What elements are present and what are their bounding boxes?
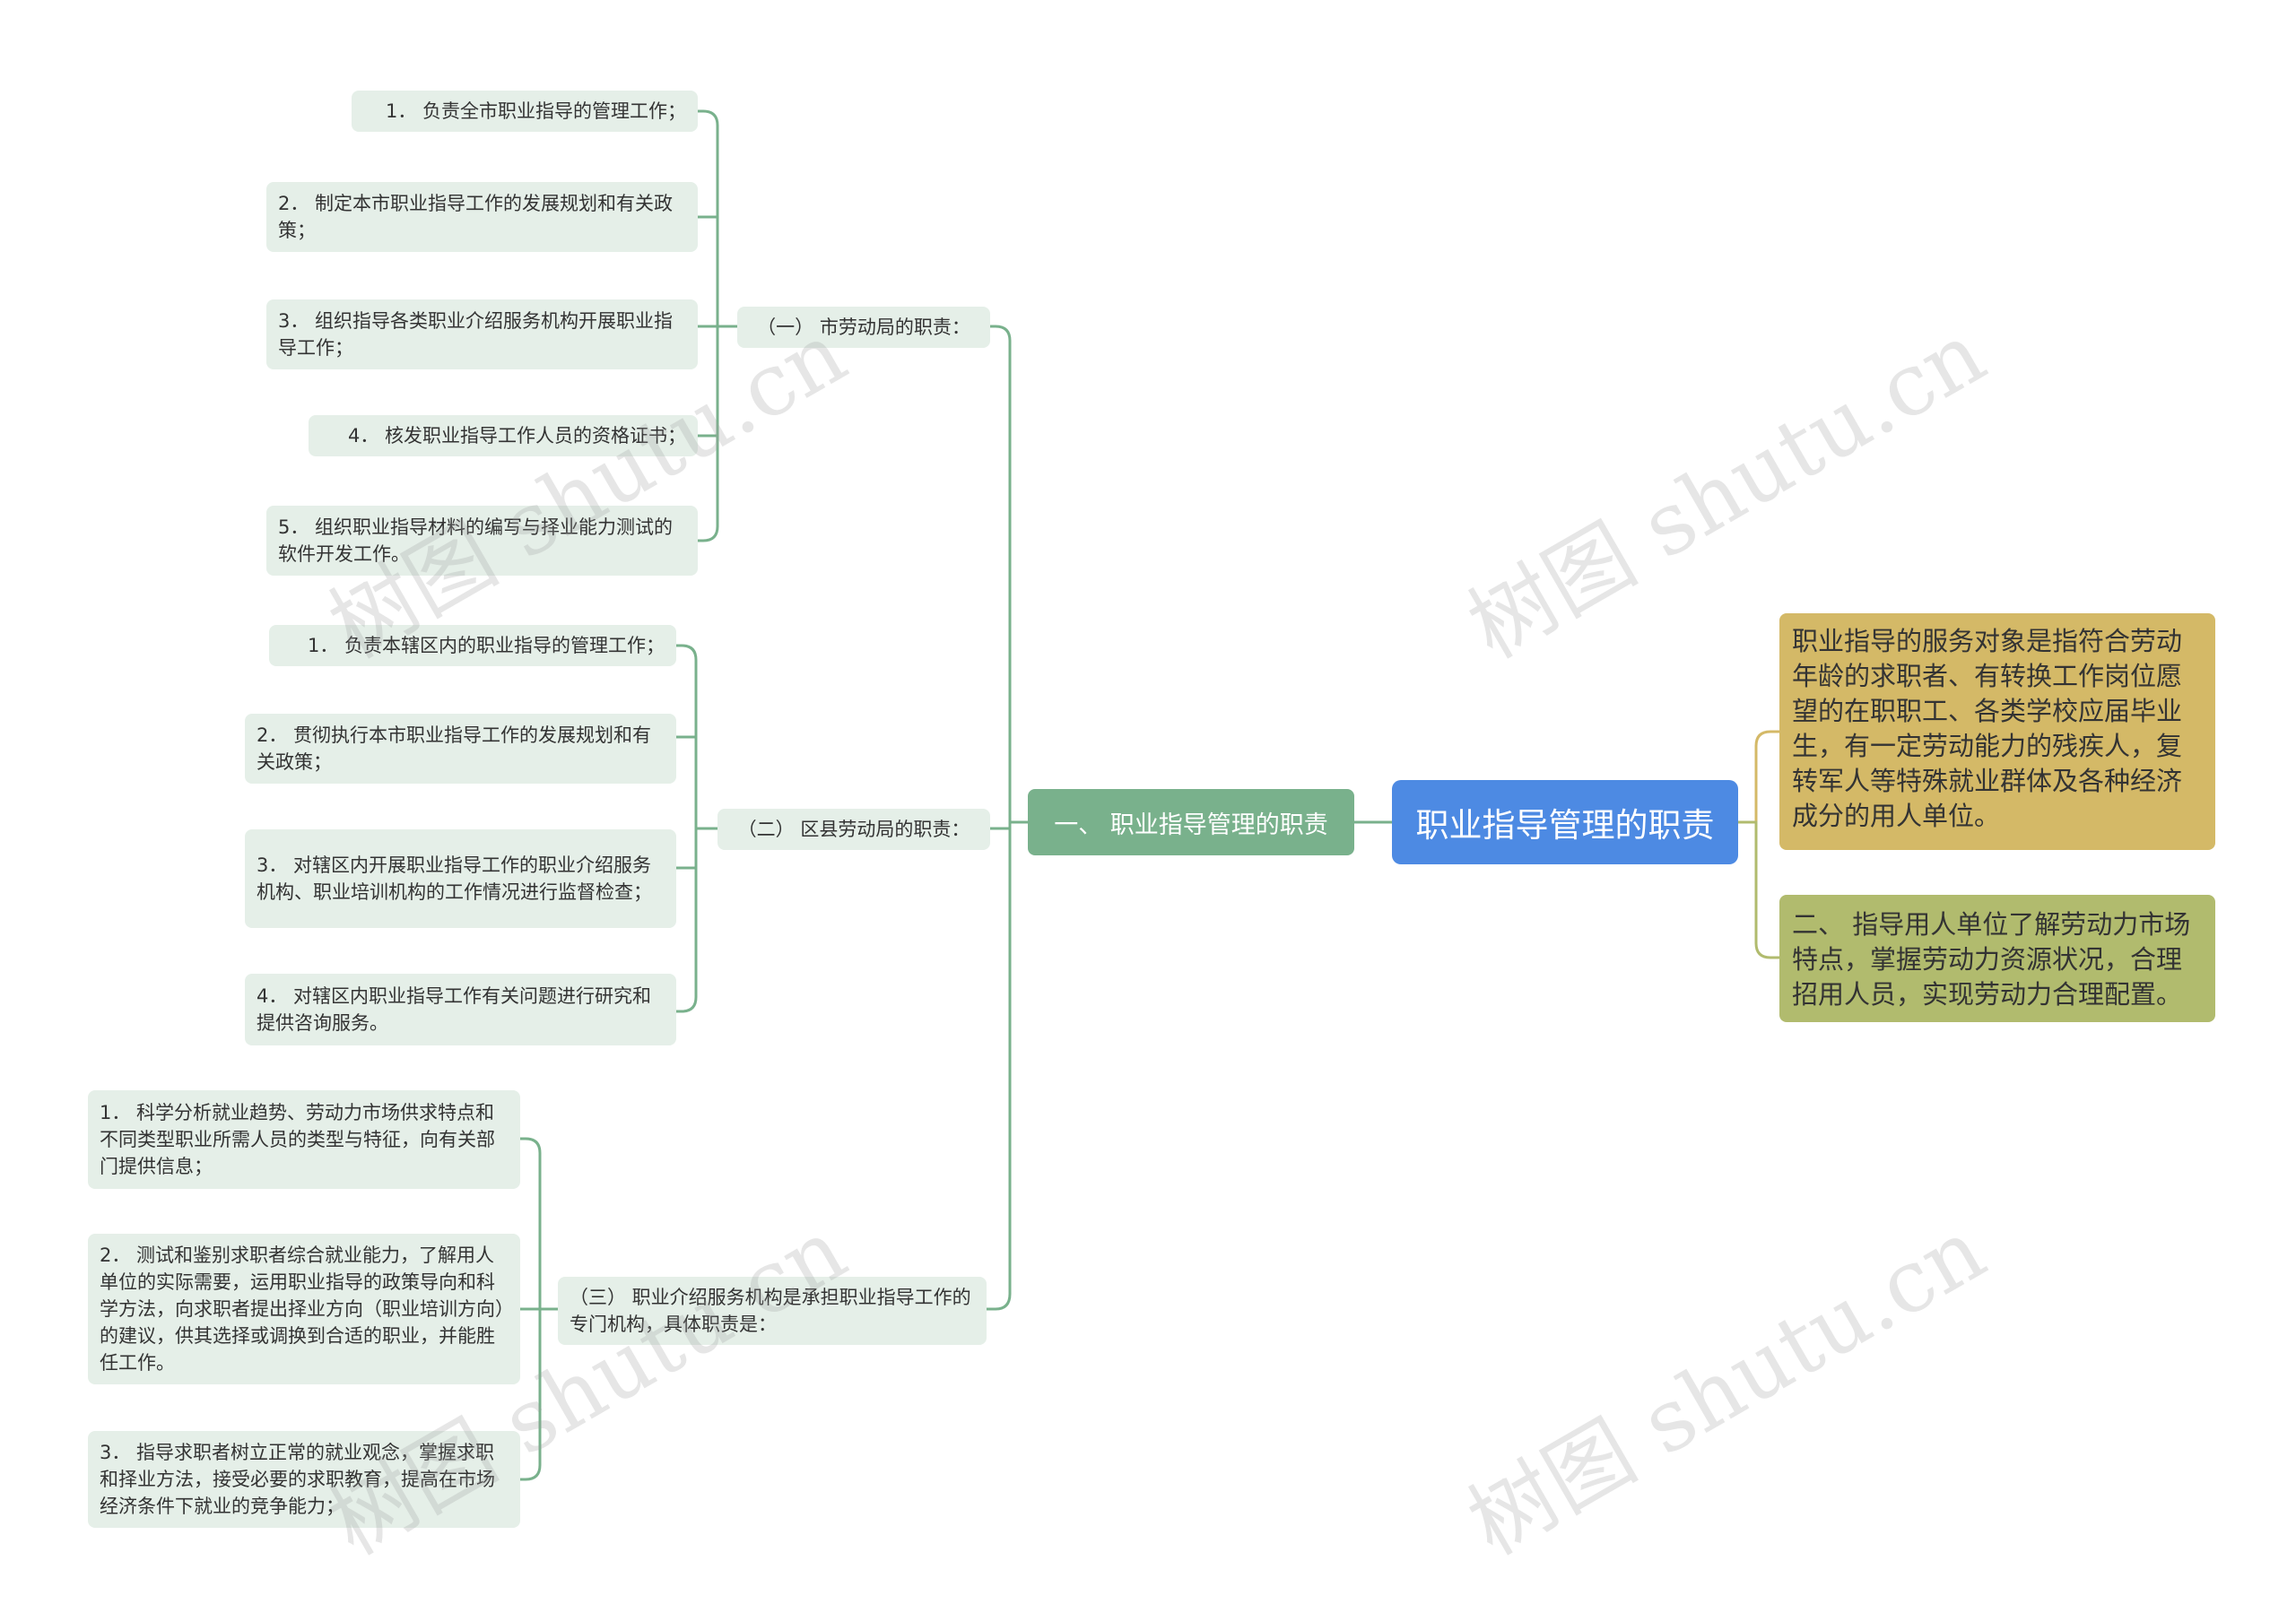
leaf-text: 5． 组织职业指导材料的编写与择业能力测试的软件开发工作。 bbox=[278, 516, 674, 565]
leaf-node[interactable]: 5． 组织职业指导材料的编写与择业能力测试的软件开发工作。 bbox=[266, 506, 698, 576]
link-group2-items bbox=[674, 644, 719, 1013]
group-label: （三） 职业介绍服务机构是承担职业指导工作的专门机构，具体职责是： bbox=[570, 1287, 971, 1335]
leaf-text: 1． 科学分析就业趋势、劳动力市场供求特点和不同类型职业所需人员的类型与特征，向… bbox=[100, 1102, 495, 1177]
root-node[interactable]: 职业指导管理的职责 bbox=[1392, 780, 1738, 864]
link-group1-items bbox=[696, 109, 739, 542]
link-group3-items bbox=[518, 1137, 560, 1481]
leaf-text: 4． 对辖区内职业指导工作有关问题进行研究和提供咨询服务。 bbox=[257, 985, 652, 1034]
main-branch-node[interactable]: 一、 职业指导管理的职责 bbox=[1028, 789, 1354, 855]
leaf-node[interactable]: 3． 指导求职者树立正常的就业观念，掌握求职和择业方法，接受必要的求职教育，提高… bbox=[88, 1431, 520, 1528]
leaf-text: 1． 负责全市职业指导的管理工作； bbox=[385, 100, 686, 122]
note-text: 二、 指导用人单位了解劳动力市场特点，掌握劳动力资源状况，合理招用人员，实现劳动… bbox=[1792, 909, 2191, 1010]
leaf-node[interactable]: 2． 贯彻执行本市职业指导工作的发展规划和有关政策； bbox=[245, 714, 676, 784]
note-employer-guidance[interactable]: 二、 指导用人单位了解劳动力市场特点，掌握劳动力资源状况，合理招用人员，实现劳动… bbox=[1779, 895, 2215, 1022]
group-node-1[interactable]: （一） 市劳动局的职责： bbox=[737, 307, 990, 348]
note-service-target[interactable]: 职业指导的服务对象是指符合劳动年龄的求职者、有转换工作岗位愿望的在职职工、各类学… bbox=[1779, 613, 2215, 850]
root-label: 职业指导管理的职责 bbox=[1415, 806, 1715, 845]
leaf-text: 2． 制定本市职业指导工作的发展规划和有关政策； bbox=[278, 193, 674, 241]
leaf-text: 2． 测试和鉴别求职者综合就业能力，了解用人单位的实际需要，运用职业指导的政策导… bbox=[100, 1244, 505, 1374]
main-branch-label: 一、 职业指导管理的职责 bbox=[1054, 811, 1328, 839]
note-text: 职业指导的服务对象是指符合劳动年龄的求职者、有转换工作岗位愿望的在职职工、各类学… bbox=[1792, 626, 2183, 831]
leaf-text: 2． 贯彻执行本市职业指导工作的发展规划和有关政策； bbox=[257, 724, 652, 773]
leaf-node[interactable]: 4． 对辖区内职业指导工作有关问题进行研究和提供咨询服务。 bbox=[245, 974, 676, 1045]
leaf-node[interactable]: 2． 制定本市职业指导工作的发展规划和有关政策； bbox=[266, 182, 698, 252]
leaf-node[interactable]: 4． 核发职业指导工作人员的资格证书； bbox=[309, 415, 698, 456]
leaf-node[interactable]: 1． 科学分析就业趋势、劳动力市场供求特点和不同类型职业所需人员的类型与特征，向… bbox=[88, 1090, 520, 1189]
link-root-note2 bbox=[1736, 820, 1781, 959]
leaf-node[interactable]: 1． 负责全市职业指导的管理工作； bbox=[352, 91, 698, 132]
leaf-text: 1． 负责本辖区内的职业指导的管理工作； bbox=[307, 635, 665, 656]
group-node-2[interactable]: （二） 区县劳动局的职责： bbox=[718, 809, 990, 850]
leaf-node[interactable]: 2． 测试和鉴别求职者综合就业能力，了解用人单位的实际需要，运用职业指导的政策导… bbox=[88, 1234, 520, 1384]
link-root-note1 bbox=[1736, 730, 1781, 824]
leaf-node[interactable]: 3． 对辖区内开展职业指导工作的职业介绍服务机构、职业培训机构的工作情况进行监督… bbox=[245, 829, 676, 928]
leaf-text: 3． 指导求职者树立正常的就业观念，掌握求职和择业方法，接受必要的求职教育，提高… bbox=[100, 1442, 495, 1517]
group-node-3[interactable]: （三） 职业介绍服务机构是承担职业指导工作的专门机构，具体职责是： bbox=[558, 1277, 987, 1345]
leaf-node[interactable]: 1． 负责本辖区内的职业指导的管理工作； bbox=[269, 625, 676, 666]
leaf-node[interactable]: 3． 组织指导各类职业介绍服务机构开展职业指导工作； bbox=[266, 299, 698, 369]
leaf-text: 3． 组织指导各类职业介绍服务机构开展职业指导工作； bbox=[278, 310, 674, 359]
group-label: （二） 区县劳动局的职责： bbox=[737, 819, 970, 840]
link-main-groups bbox=[985, 325, 1030, 1311]
leaf-text: 3． 对辖区内开展职业指导工作的职业介绍服务机构、职业培训机构的工作情况进行监督… bbox=[257, 854, 652, 903]
group-label: （一） 市劳动局的职责： bbox=[757, 317, 970, 338]
leaf-text: 4． 核发职业指导工作人员的资格证书； bbox=[347, 425, 686, 447]
